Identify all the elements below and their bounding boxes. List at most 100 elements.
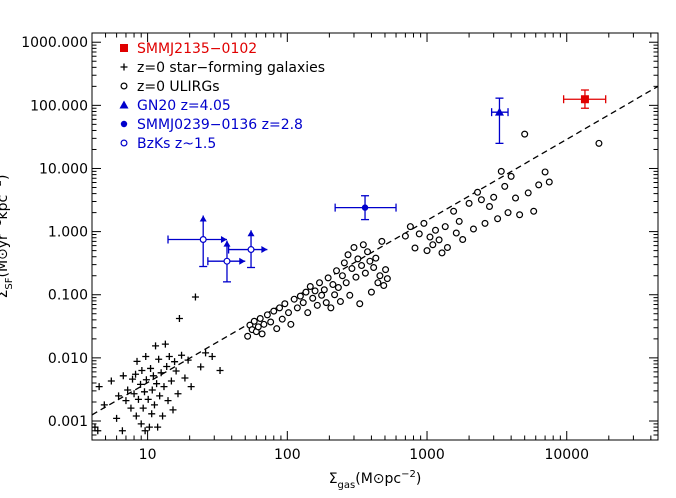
data-point — [256, 315, 264, 323]
data-point — [344, 251, 352, 259]
data-point — [267, 318, 275, 326]
x-limit-arrow — [261, 246, 268, 254]
data-point — [161, 340, 169, 348]
legend-label: z=0 star−forming galaxies — [137, 60, 325, 76]
data-point — [223, 257, 231, 265]
y-tick-label: 100.000 — [30, 98, 88, 114]
y-tick-label: 1000.000 — [21, 35, 88, 51]
legend-label: GN20 z=4.05 — [137, 98, 231, 114]
legend-label: SMMJ2135−0102 — [137, 41, 257, 57]
data-point — [481, 219, 489, 227]
x-limit-arrow — [220, 235, 227, 243]
data-point — [202, 349, 210, 357]
data-point — [153, 380, 161, 388]
data-point — [137, 380, 145, 388]
data-point — [304, 309, 312, 317]
fit-line — [92, 85, 658, 416]
data-point — [171, 358, 179, 366]
data-point — [336, 298, 344, 306]
data-point — [208, 353, 216, 361]
data-point — [452, 229, 460, 237]
x-axis-title: Σgas(M⊙pc−2) — [329, 469, 422, 491]
data-point — [420, 219, 428, 227]
data-point — [244, 332, 252, 340]
data-point — [293, 304, 301, 312]
data-point — [287, 320, 295, 328]
legend-label: BzKs z~1.5 — [137, 136, 216, 152]
data-point — [160, 383, 168, 391]
legend-item-0: SMMJ2135−0102 — [120, 41, 257, 57]
data-point — [334, 284, 342, 292]
data-point — [318, 291, 326, 299]
data-point — [132, 412, 140, 420]
data-point — [250, 317, 258, 325]
plot-inner — [92, 85, 658, 435]
data-point — [455, 217, 463, 225]
legend-marker — [120, 44, 128, 52]
data-point — [374, 279, 382, 287]
legend-marker — [120, 82, 128, 90]
data-point — [144, 395, 152, 403]
data-point — [175, 315, 183, 323]
axis-title-part: (M⊙yr — [0, 234, 11, 278]
data-point — [142, 353, 150, 361]
data-point — [124, 386, 132, 394]
data-point — [364, 248, 372, 256]
series-0 — [562, 89, 607, 109]
legend: SMMJ2135−0102 z=0 star−forming galaxies z=… — [119, 41, 325, 152]
data-point — [580, 95, 589, 104]
data-point — [521, 130, 529, 138]
data-point — [333, 267, 341, 275]
data-point — [477, 196, 485, 204]
legend-label: SMMJ0239−0136 z=2.8 — [137, 117, 303, 133]
y-tick-label: 10.000 — [39, 161, 88, 177]
series-5 — [167, 215, 268, 283]
axis-title-part: −2 — [401, 469, 416, 480]
data-point — [174, 390, 182, 398]
data-point — [152, 342, 160, 350]
y-limit-arrow — [223, 240, 231, 247]
data-point — [474, 188, 482, 196]
data-point — [139, 404, 147, 412]
legend-item-5: BzKs z~1.5 — [120, 136, 216, 152]
legend-label: z=0 ULIRGs — [137, 79, 219, 95]
data-point — [490, 193, 498, 201]
data-point — [258, 330, 266, 338]
data-point — [115, 392, 123, 400]
data-point — [320, 286, 328, 294]
data-point — [338, 272, 346, 280]
data-point — [535, 181, 543, 189]
data-point — [494, 215, 502, 223]
x-tick-label: 10 — [139, 447, 157, 463]
data-point — [100, 401, 108, 409]
axis-title-part: ) — [416, 471, 421, 487]
data-point — [346, 291, 354, 299]
data-point — [367, 288, 375, 296]
data-point — [281, 300, 289, 308]
data-point — [494, 107, 504, 116]
data-point — [285, 309, 293, 317]
series-4 — [334, 195, 397, 221]
data-point — [172, 367, 180, 375]
y-tick-label: 1.000 — [48, 225, 88, 241]
data-point — [273, 325, 281, 333]
series-2 — [244, 130, 603, 340]
axis-title-part: SF — [4, 277, 15, 289]
axis-title-part: gas — [338, 480, 356, 491]
legend-marker — [120, 139, 128, 147]
data-point — [216, 367, 224, 375]
data-point — [309, 294, 317, 302]
data-point — [361, 204, 369, 211]
legend-item-4: SMMJ0239−0136 z=2.8 — [120, 117, 303, 133]
data-point — [156, 392, 164, 400]
data-point — [148, 386, 156, 394]
data-point — [485, 202, 493, 210]
data-point — [401, 232, 409, 240]
data-point — [356, 300, 364, 308]
data-point — [155, 355, 163, 363]
data-point — [370, 264, 378, 272]
data-point — [134, 395, 142, 403]
series-3 — [490, 97, 509, 145]
data-point — [149, 372, 157, 380]
data-point — [322, 299, 330, 307]
